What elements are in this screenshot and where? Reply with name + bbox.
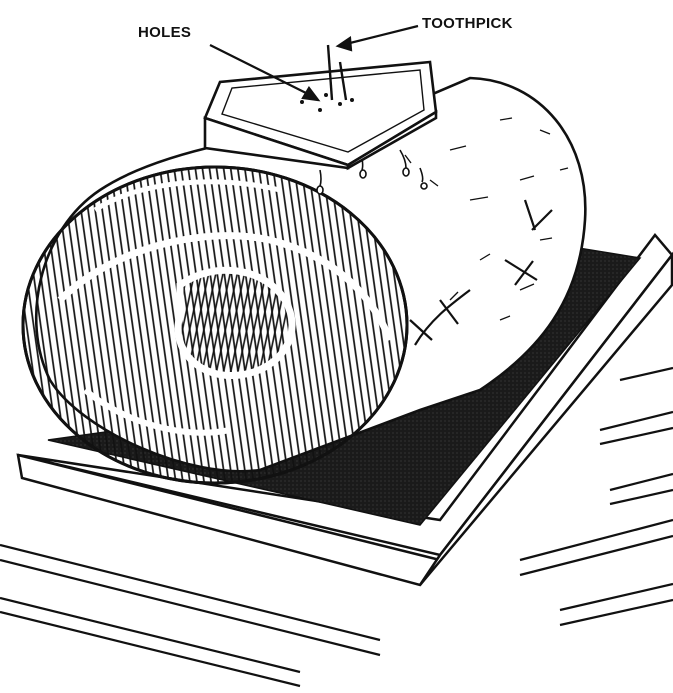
holes-label: HOLES [138, 25, 191, 40]
toothpick-label: TOOTHPICK [422, 16, 513, 31]
toothpick-arrow [338, 26, 418, 50]
